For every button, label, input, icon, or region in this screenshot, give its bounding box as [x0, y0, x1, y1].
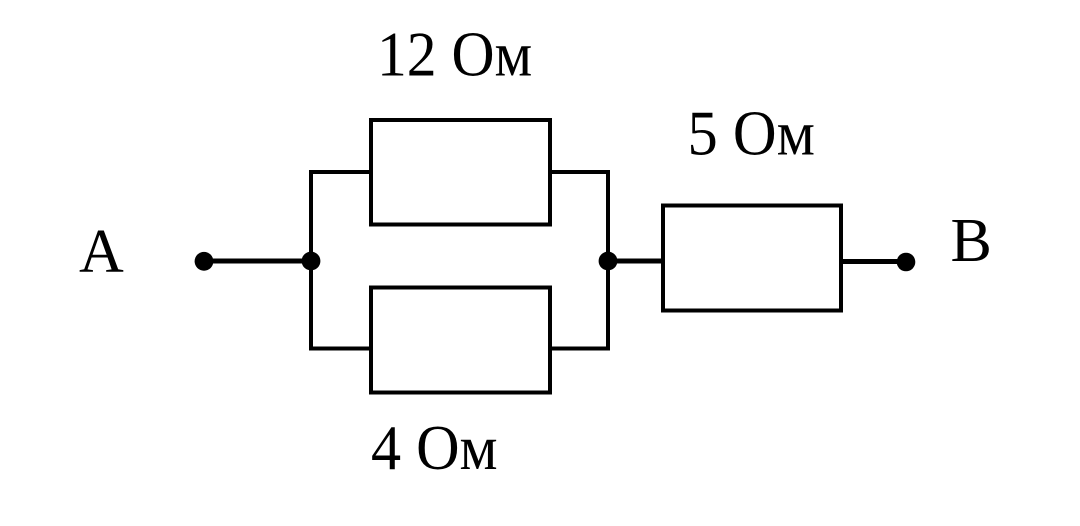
svg-text:5 Ом: 5 Ом [688, 98, 815, 169]
svg-text:4 Ом: 4 Ом [371, 412, 498, 483]
svg-text:B: B [951, 207, 992, 275]
svg-text:A: A [79, 218, 124, 286]
svg-text:12 Ом: 12 Ом [377, 18, 532, 89]
